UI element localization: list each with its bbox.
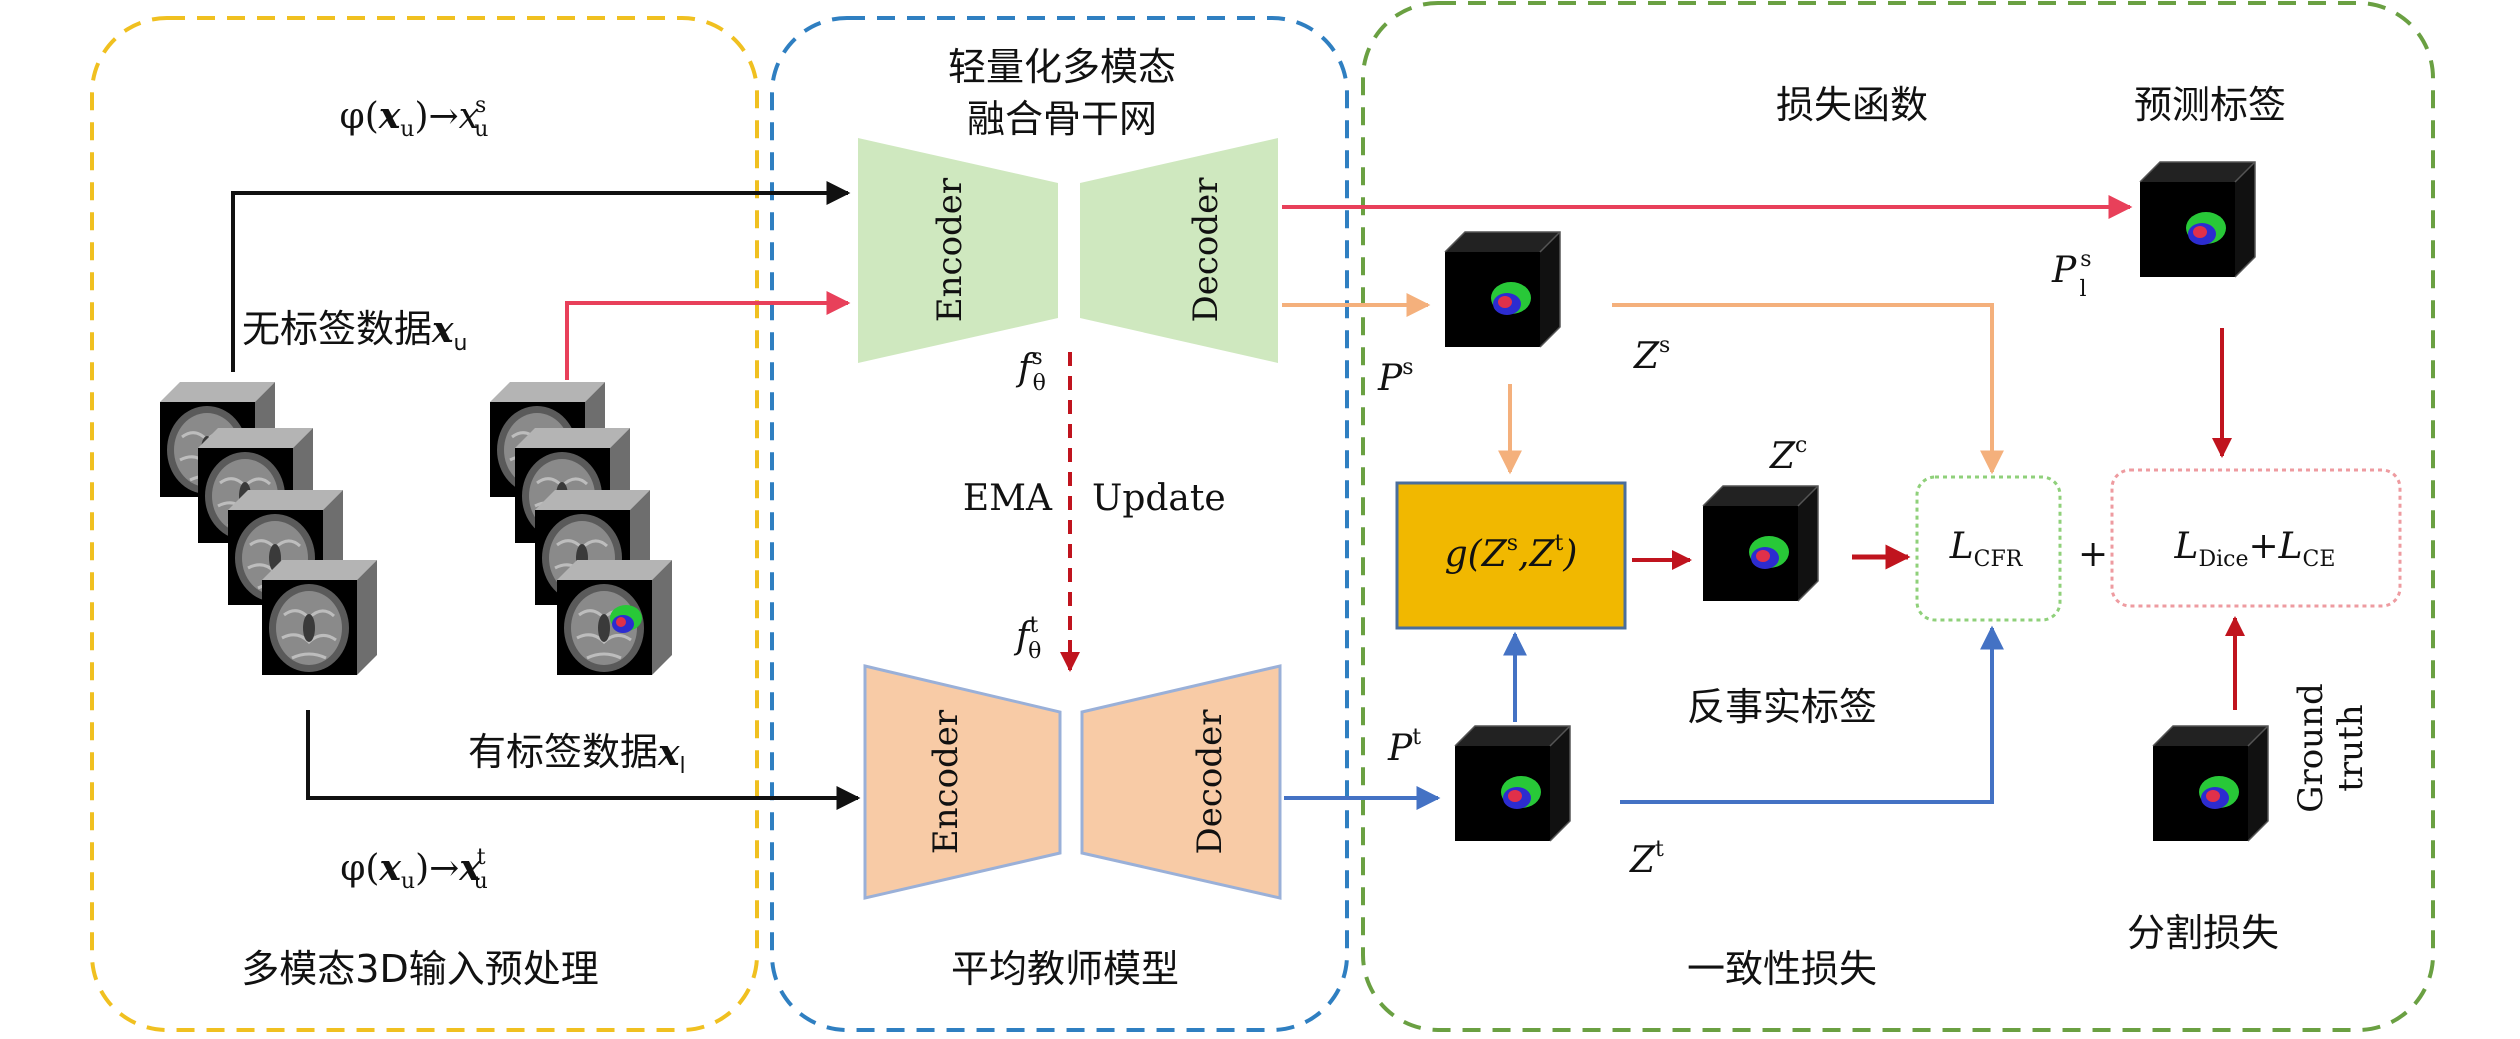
labeled-segmentation-overlay <box>610 605 642 633</box>
g-function-box <box>1395 481 1627 630</box>
ground-truth-label: Groundtruth <box>2291 683 2371 812</box>
student-pred-cube <box>1444 231 1561 348</box>
seg-loss-formula: LDice+LCE <box>2174 526 2336 572</box>
teacher-pred-cube <box>1454 725 1571 842</box>
student-network: Encoder Decoder <box>858 138 1278 363</box>
z-t-symbol: Zt <box>1629 837 1664 881</box>
p-s-symbol: Ps <box>1377 355 1414 399</box>
seg-loss-box <box>2110 468 2402 608</box>
update-label: Update <box>1092 478 1226 519</box>
g-function-label: g(Zs,Zt) <box>1445 531 1578 575</box>
preprocess-section-border <box>90 16 759 1032</box>
teacher-network: Encoder Decoder <box>863 664 1282 900</box>
teacher-encoder-label: Encoder <box>926 709 966 854</box>
mri-slice-4 <box>260 558 379 677</box>
teacher-decoder-label: Decoder <box>1190 709 1230 855</box>
mean-teacher-label: 平均教师模型 <box>951 947 1179 991</box>
loss-function-title: 损失函数 <box>1776 83 1928 127</box>
unlabeled-data-label: 无标签数据xu <box>242 307 467 356</box>
teacher-encoder <box>863 664 1062 900</box>
student-decoder-label: Decoder <box>1186 177 1226 323</box>
seg-loss-label: 分割损失 <box>2127 911 2279 955</box>
preprocess-section-label: 多模态3D输入预处理 <box>241 947 598 991</box>
teacher-decoder <box>1080 664 1282 900</box>
cfr-loss-box <box>1915 475 2062 622</box>
student-encoder <box>858 138 1058 363</box>
counterfactual-cube <box>1702 485 1819 602</box>
unlabeled-to-student-arrow <box>231 181 851 372</box>
labeled-to-student-arrow <box>565 291 851 380</box>
ground-truth-cube <box>2152 725 2269 842</box>
zt-to-cfr-arrow <box>1620 625 2004 804</box>
counterfactual-label: 反事实标签 <box>1687 685 1877 729</box>
student-encoder-label: Encoder <box>930 177 970 322</box>
ema-label: EMA <box>963 478 1053 519</box>
z-s-symbol: Zs <box>1633 333 1670 377</box>
labeled-data-label: 有标签数据xl <box>468 730 686 779</box>
z-c-symbol: Zc <box>1769 433 1807 477</box>
l-cfr-label: LCFR <box>1949 526 2024 572</box>
p-t-symbol: Pt <box>1387 725 1421 769</box>
student-decoder <box>1080 138 1278 363</box>
predicted-seg-cube <box>2139 161 2256 278</box>
zs-to-cfr-arrow <box>1612 303 2004 475</box>
teacher-section-border <box>770 16 1349 1032</box>
predicted-label-title: 预测标签 <box>2134 83 2286 127</box>
unlabeled-mri-stack <box>158 380 379 677</box>
unlabeled-to-teacher-arrow <box>306 710 861 810</box>
labeled-mri-stack <box>488 380 674 677</box>
consistency-loss-label: 一致性损失 <box>1687 947 1877 991</box>
plus-sign: + <box>2078 534 2108 575</box>
backbone-title-line2: 融合骨干网 <box>967 97 1157 141</box>
loss-section-border <box>1361 1 2435 1032</box>
backbone-title-line1: 轻量化多模态 <box>948 45 1176 89</box>
